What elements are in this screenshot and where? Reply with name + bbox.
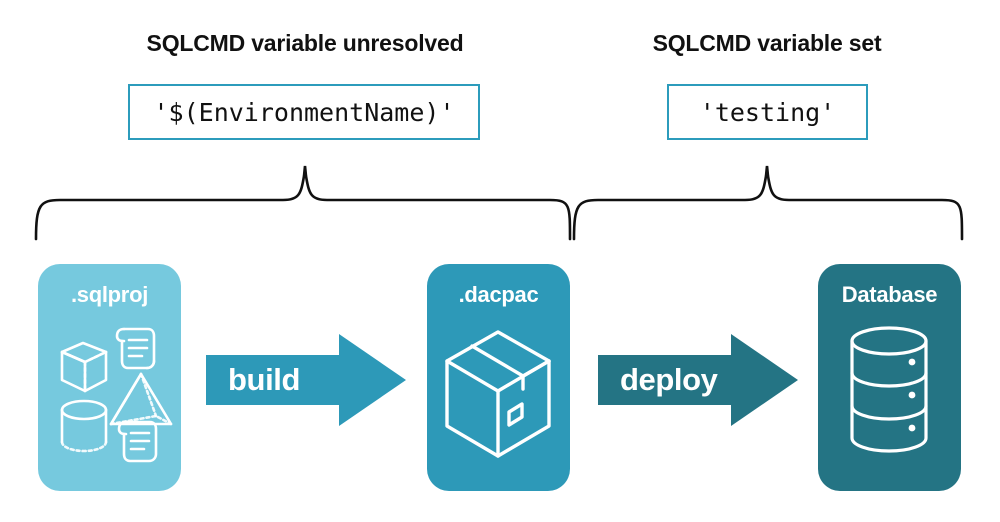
node-sqlproj-label: .sqlproj — [70, 282, 149, 307]
pyramid-icon — [109, 372, 173, 426]
node-sqlproj: .sqlproj — [38, 264, 181, 491]
cylinder-icon — [60, 399, 108, 453]
arrow-build-label: build — [228, 362, 301, 397]
arrow-deploy: deploy — [598, 332, 798, 428]
arrow-deploy-label: deploy — [620, 362, 718, 397]
scroll-icon — [115, 327, 156, 370]
section-heading-unresolved: SQLCMD variable unresolved — [146, 30, 464, 56]
brace-left-icon — [34, 165, 572, 241]
node-dacpac: .dacpac — [427, 264, 570, 491]
database-cylinder-icon — [850, 326, 928, 453]
arrow-build: build — [206, 332, 406, 428]
arrow-build-icon — [206, 334, 406, 426]
node-database: Database — [818, 264, 961, 491]
section-heading-set: SQLCMD variable set — [652, 30, 882, 56]
code-box-unresolved-value: '$(EnvironmentName)' — [128, 84, 480, 140]
cube-icon — [60, 341, 108, 393]
database-icon-group — [850, 326, 928, 453]
dacpac-icon-group — [445, 330, 551, 458]
brace-right-icon — [572, 165, 964, 241]
scroll-icon — [117, 420, 158, 463]
arrow-deploy-icon — [598, 334, 798, 426]
sqlproj-icon-group — [60, 327, 173, 463]
code-box-set-value: 'testing' — [667, 84, 868, 140]
node-dacpac-label: .dacpac — [458, 282, 539, 307]
package-box-icon — [445, 330, 551, 458]
node-database-label: Database — [841, 282, 938, 307]
